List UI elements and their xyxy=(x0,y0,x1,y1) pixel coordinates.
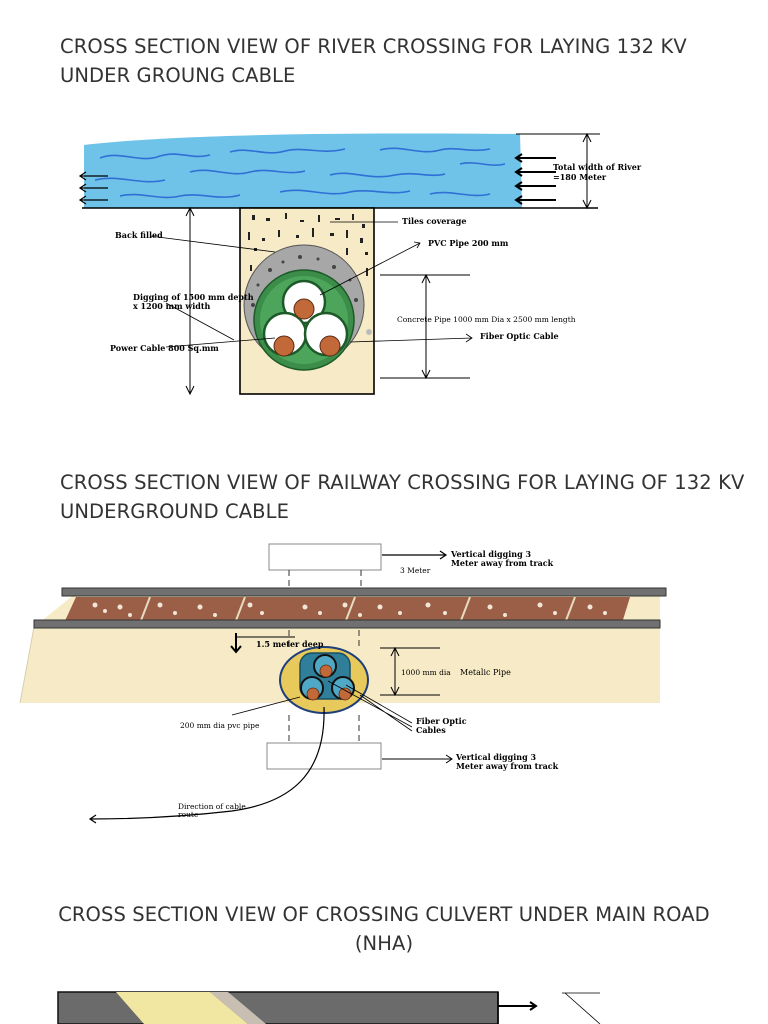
rail-cable-top xyxy=(319,664,333,678)
label-direction-2: route xyxy=(178,810,199,819)
rail-cable-left xyxy=(306,687,320,701)
label-fiber-optic: Fiber Optic Cable xyxy=(480,331,559,341)
label-vertical-bottom: Vertical digging 3 xyxy=(455,752,536,762)
rail-cable-right xyxy=(338,687,352,701)
label-back-filled: Back filled xyxy=(115,230,163,240)
power-cable-top xyxy=(293,298,315,320)
label-fiber-optic-rail-2: Cables xyxy=(416,725,446,735)
label-concrete-pipe: Concrete Pipe 1000 mm Dia x 2500 mm leng… xyxy=(397,315,576,324)
dimension-lines xyxy=(185,132,600,396)
railway-section-title: CROSS SECTION VIEW OF RAILWAY CROSSING F… xyxy=(60,471,745,523)
label-power-cable: Power Cable 800 Sq.mm xyxy=(110,343,219,353)
dashed-guides xyxy=(288,570,362,743)
railway-crossing-diagram: Vertical digging 3 Meter away from track… xyxy=(19,543,667,824)
culvert-arrows xyxy=(497,992,601,1024)
label-dia: 1000 mm dia xyxy=(401,668,451,677)
power-cable-right xyxy=(319,335,341,357)
label-pvc-pipe-rail: 200 mm dia pvc pipe xyxy=(180,721,260,730)
track-ballast xyxy=(64,597,630,623)
gravel-edge xyxy=(210,992,266,1024)
fiber-optic-dot xyxy=(366,329,372,335)
road-shoulder xyxy=(116,992,248,1024)
label-pvc-pipe: PVC Pipe 200 mm xyxy=(428,238,509,248)
label-digging-width: x 1200 mm width xyxy=(133,301,211,311)
river-crossing-diagram: Total width of River =180 Meter Tiles co… xyxy=(78,132,642,396)
label-total-width: Total width of River xyxy=(553,162,642,172)
vertical-digging-box-top xyxy=(268,543,382,571)
sleepers xyxy=(139,596,576,624)
tiles-dots xyxy=(248,213,368,276)
water-waves xyxy=(94,147,506,199)
label-tiles-coverage: Tiles coverage xyxy=(402,216,466,226)
river-section-title: CROSS SECTION VIEW OF RIVER CROSSING FOR… xyxy=(60,35,687,87)
ballast-stones xyxy=(92,602,607,617)
label-vertical-bottom-2: Meter away from track xyxy=(456,761,559,771)
label-vertical-top: Vertical digging 3 xyxy=(450,549,531,559)
label-total-width-value: =180 Meter xyxy=(553,172,607,182)
label-three-meter: 3 Meter xyxy=(400,566,431,575)
power-cable-left xyxy=(273,335,295,357)
railway-arrows xyxy=(88,550,453,824)
label-fiber-optic-rail: Fiber Optic xyxy=(416,716,467,726)
rail-far xyxy=(61,587,667,597)
culvert-crossing-diagram xyxy=(57,991,601,1024)
culvert-section-title: CROSS SECTION VIEW OF CROSSING CULVERT U… xyxy=(58,903,710,955)
label-digging: Digging of 1500 mm depth xyxy=(133,292,254,302)
label-deep: 1.5 meter deep xyxy=(256,639,324,649)
label-metalic-pipe: Metalic Pipe xyxy=(460,668,511,677)
vertical-digging-box-bottom xyxy=(266,742,382,770)
flow-arrows-right xyxy=(514,153,556,205)
label-direction: Direction of cable xyxy=(178,802,246,811)
label-vertical-top-2: Meter away from track xyxy=(451,558,554,568)
leader-lines xyxy=(149,221,473,348)
flow-arrows-left xyxy=(78,171,108,205)
rail-near xyxy=(33,619,661,629)
